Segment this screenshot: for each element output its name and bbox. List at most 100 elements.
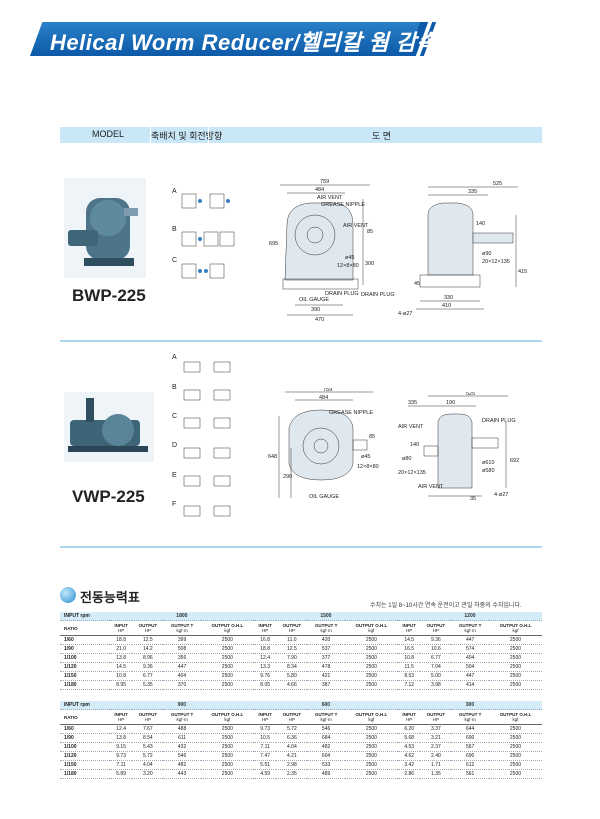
table-cell: 13.8 [109,653,133,663]
table-cell: 561 [451,769,489,779]
arrangement-label: A [172,188,177,195]
table-cell: 9.73 [109,751,133,761]
table-cell: 2500 [344,769,398,779]
table-cell: 12.5 [276,644,308,654]
table-cell: 14.5 [397,635,421,645]
ratio-cell: 1/100 [60,742,110,752]
dim-label: 20×12×135 [482,259,510,265]
arrangement-diagrams [181,193,235,279]
table-cell: 2500 [344,671,398,681]
dim-label: 759 [320,179,329,185]
table-cell: 2500 [344,724,398,734]
dim-label: 4-ø27 [398,311,412,317]
table-cell: 11.5 [397,662,421,672]
rpm-value: 300 [397,701,542,710]
row-divider [60,546,542,548]
table-cell: 5.80 [276,671,308,681]
table-cell: 690 [451,733,489,743]
table-cell: 2500 [488,662,542,672]
table-cell: 6.77 [132,671,164,681]
dim-label: 45 [414,281,420,287]
table-cell: 5.72 [276,724,308,734]
dim-label: 470 [315,317,324,323]
arrangement-label: A [172,354,177,361]
dim-label: 335 [468,189,477,195]
dim-label: 525 [493,181,502,187]
table-cell: 10.8 [397,653,421,663]
table-cell: 2500 [488,724,542,734]
table-cell: 11.0 [276,635,308,645]
table-cell: 7.12 [397,680,421,690]
table-cell: 2500 [344,680,398,690]
table-cell: 504 [451,662,489,672]
table-cell: 7.47 [253,751,277,761]
vwp-front-drawing: 759 484 GREASE NIPPLE 85 ø45 12×8×80 648… [268,388,379,500]
table-cell: 5.72 [132,751,164,761]
section-bullet-icon [60,587,76,603]
table-cell: 1.71 [420,760,452,770]
table-cell: 8.05 [253,680,277,690]
ratio-cell: 1/90 [60,733,110,743]
table-cell: 13.8 [109,733,133,743]
table-cell: 482 [163,760,201,770]
dim-label: 648 [268,454,277,460]
header-arrangement: 축배치 및 회전방향 [151,131,223,141]
table-cell: 2500 [488,751,542,761]
table-cell: 2500 [344,653,398,663]
dim-label: 12×8×80 [337,263,359,269]
rpm-value: 1500 [253,612,398,621]
table-cell: 14.5 [109,662,133,672]
table-cell: 2500 [200,662,254,672]
dim-label: 140 [476,221,485,227]
bwp-front-drawing: 759 484 AIR VENT GREASE NIPPLE AIR VENT … [269,179,374,323]
dim-label: ø45 [345,255,354,261]
ratio-cell: 1/180 [60,769,110,779]
ratio-cell: 1/180 [60,680,110,690]
header-drawing: 도 면 [372,131,392,141]
table-cell: 8.95 [109,680,133,690]
table-cell: 2.86 [397,769,421,779]
vwp-side-drawing: 525 335 190 AIR VENT DRAIN PLUG 140 ø80 … [398,392,519,502]
table-cell: 4.04 [276,742,308,752]
table-cell: 16.5 [397,644,421,654]
table-cell: 2500 [200,751,254,761]
dim-label: 330 [444,295,453,301]
table-cell: 537 [307,644,345,654]
table-cell: 2500 [488,680,542,690]
dim-label: 484 [319,395,328,401]
table-cell: 18.8 [109,635,133,645]
table-cell: 13.3 [253,662,277,672]
table-cell: 2500 [200,742,254,752]
input-rpm-label: INPUT rpm [60,612,110,621]
table-cell: 4.04 [132,760,164,770]
table-cell: 567 [451,742,489,752]
table-cell: 6.20 [397,724,421,734]
table-cell: 370 [163,680,201,690]
row-divider [60,340,542,342]
table-cell: 2500 [488,769,542,779]
table-cell: 7.90 [276,653,308,663]
table-cell: 611 [163,733,201,743]
table-cell: 10.6 [420,644,452,654]
dim-label: 290 [283,474,292,480]
header-model: MODEL [92,129,125,139]
table-cell: 546 [163,751,201,761]
table-cell: 12.4 [109,724,133,734]
table-cell: 2500 [488,644,542,654]
table-cell: 8.34 [276,662,308,672]
table-cell: 5.43 [132,742,164,752]
table-cell: 443 [163,769,201,779]
